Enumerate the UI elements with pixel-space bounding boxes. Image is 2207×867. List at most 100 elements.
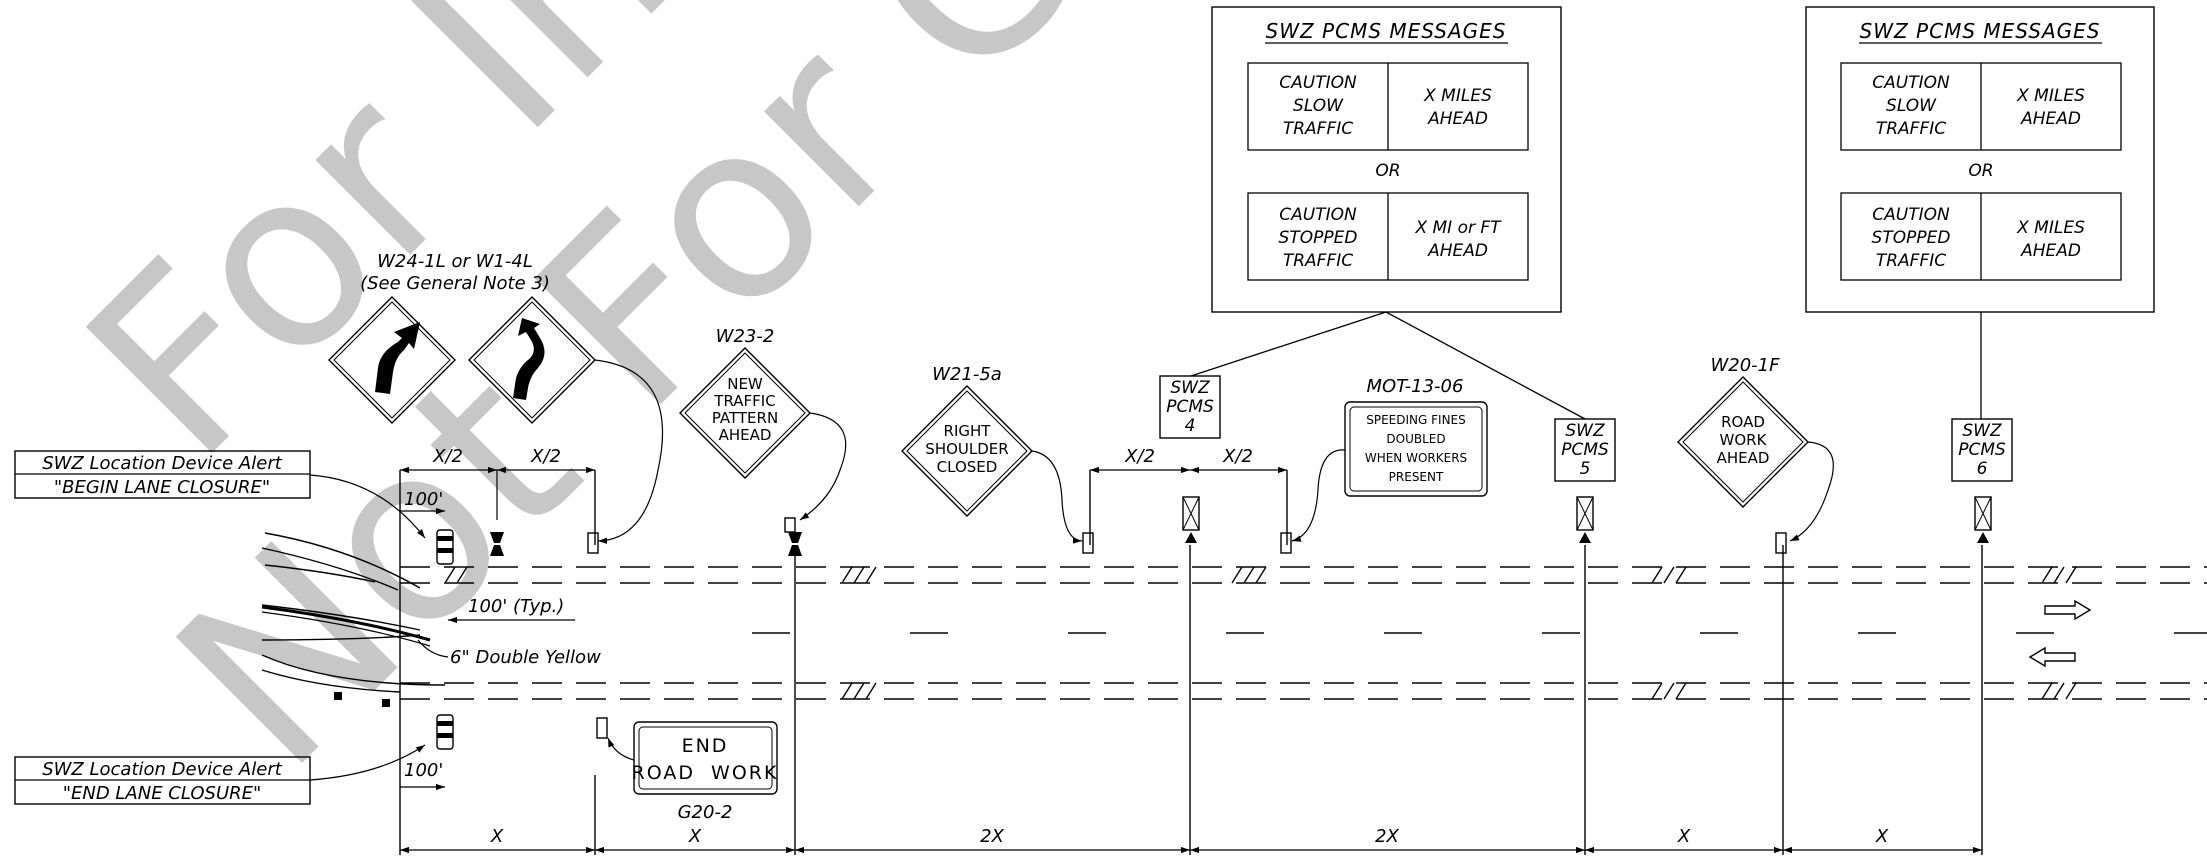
sign-text: PRESENT: [1389, 470, 1444, 484]
pcms-label: SWZ: [1962, 421, 2002, 441]
pcms-label: PCMS: [1561, 440, 1609, 460]
message-text: SLOW: [1886, 96, 1937, 116]
dimension-label: X/2: [432, 446, 463, 467]
sign-w20-1f: W20-1F ROAD WORK AHEAD: [1677, 355, 1834, 542]
half-x-dimensions: X/2 X/2 X/2 X/2 100' 100' 100' (Typ.) 6"…: [400, 446, 1287, 791]
message-text: CAUTION: [1279, 205, 1357, 225]
sign-text: CLOSED: [937, 458, 998, 476]
sign-panel-icon: [1280, 532, 1292, 554]
station-lines: [399, 470, 1983, 855]
pcms-trailer-icon: [1576, 496, 1594, 543]
sign-g20-2: END ROAD WORK G20-2: [607, 721, 779, 823]
pcms-label: PCMS: [1166, 397, 1214, 417]
sign-panel-icon: [1082, 532, 1094, 554]
sign-label: W21-5a: [932, 364, 1002, 385]
sign-text: TRAFFIC: [713, 392, 775, 410]
alert-title: SWZ Location Device Alert: [42, 453, 283, 474]
sign-w21-5a: W21-5a RIGHT SHOULDER CLOSED: [901, 364, 1083, 544]
message-text: TRAFFIC: [1876, 251, 1946, 271]
pcms-label: 5: [1580, 459, 1591, 479]
dimension-label: X: [688, 826, 702, 847]
sign-label: W24-1L or W1-4L: [377, 251, 533, 272]
sign-w24-1l: W24-1L or W1-4L (See General Note 3): [328, 251, 664, 544]
message-text: X MI or FT: [1414, 218, 1502, 238]
pcms-label: SWZ: [1170, 378, 1210, 398]
alert-message: "BEGIN LANE CLOSURE": [54, 477, 270, 498]
sign-w23-2: W23-2 NEW TRAFFIC PATTERN AHEAD: [679, 326, 847, 521]
message-text: X MILES: [1423, 86, 1492, 106]
dimension-label: 100': [404, 760, 443, 781]
message-text: TRAFFIC: [1283, 119, 1353, 139]
alert-end-lane-closure: SWZ Location Device Alert "END LANE CLOS…: [14, 744, 426, 805]
sign-text: NEW: [727, 375, 763, 393]
alert-title: SWZ Location Device Alert: [42, 759, 283, 780]
sign-label: W20-1F: [1710, 355, 1780, 376]
curve-left-arrow-icon: [375, 322, 420, 394]
traffic-direction-arrow-west: [2028, 646, 2076, 668]
alert-message: "END LANE CLOSURE": [63, 783, 262, 804]
sign-text: WORK: [1720, 431, 1768, 449]
sign-text: SHOULDER: [925, 440, 1008, 458]
drum-icon: [436, 714, 454, 750]
dimension-label: X: [1875, 826, 1889, 847]
sign-post-icon: [788, 532, 802, 556]
sign-text: END: [682, 735, 729, 757]
dimension-label: X/2: [1124, 446, 1155, 467]
message-text: AHEAD: [1427, 241, 1488, 261]
message-text: AHEAD: [2020, 241, 2081, 261]
dimension-label: X: [490, 826, 504, 847]
sign-label: (See General Note 3): [360, 273, 550, 294]
sign-panel-icon: [1775, 532, 1787, 554]
pcms-4: SWZ PCMS 4: [1159, 375, 1221, 439]
sign-text: RIGHT: [944, 422, 992, 440]
sign-text: AHEAD: [1717, 449, 1770, 467]
message-text: SLOW: [1293, 96, 1344, 116]
alert-begin-lane-closure: SWZ Location Device Alert "BEGIN LANE CL…: [14, 450, 426, 539]
pcms-messages-panel: SWZ PCMS MESSAGES CAUTION SLOW TRAFFIC X…: [1190, 6, 1586, 420]
pcms-label: 6: [1977, 459, 1988, 479]
message-text: AHEAD: [1427, 109, 1488, 129]
roadway: [261, 532, 2207, 707]
pcms-trailer-icon: [1182, 496, 1200, 543]
sign-text: ROAD WORK: [632, 762, 779, 784]
message-text: CAUTION: [1872, 205, 1950, 225]
dimension-label: 2X: [980, 826, 1004, 847]
double-yellow-label: 6" Double Yellow: [450, 647, 601, 668]
sign-post-icon: [490, 532, 504, 556]
pcms-label: SWZ: [1565, 421, 1605, 441]
dimension-label: 2X: [1375, 826, 1399, 847]
sign-text: PATTERN: [712, 409, 778, 427]
pcms-5: SWZ PCMS 5: [1554, 418, 1616, 482]
sign-label: W23-2: [716, 326, 775, 347]
pcms-label: 4: [1185, 416, 1196, 436]
sign-text: AHEAD: [719, 426, 772, 444]
message-text: AHEAD: [2020, 109, 2081, 129]
sign-label: MOT-13-06: [1367, 376, 1464, 397]
message-text: STOPPED: [1279, 228, 1358, 248]
sign-text: WHEN WORKERS: [1365, 451, 1467, 465]
sign-panel-icon: [596, 717, 608, 739]
sign-text: DOUBLED: [1386, 432, 1445, 446]
message-text: STOPPED: [1872, 228, 1951, 248]
message-text: CAUTION: [1872, 73, 1950, 93]
or-label: OR: [1968, 161, 1993, 181]
dimension-label: X/2: [530, 446, 561, 467]
dimension-label: 100' (Typ.): [468, 596, 564, 617]
dimension-label: X: [1677, 826, 1691, 847]
panel-title: SWZ PCMS MESSAGES: [1860, 19, 2101, 43]
pcms-label: PCMS: [1958, 440, 2006, 460]
dimension-label: X/2: [1222, 446, 1253, 467]
reverse-curve-arrow-icon: [513, 318, 545, 400]
dimension-label: 100': [404, 489, 443, 510]
sign-text: ROAD: [1721, 413, 1765, 431]
sign-text: SPEEDING FINES: [1366, 413, 1466, 427]
bottom-dimension-line: X X 2X 2X X X: [400, 826, 1982, 854]
pcms-trailer-icon: [1974, 496, 1992, 543]
message-text: X MILES: [2016, 86, 2085, 106]
pcms-6: SWZ PCMS 6: [1951, 418, 2013, 482]
message-text: TRAFFIC: [1876, 119, 1946, 139]
panel-title: SWZ PCMS MESSAGES: [1266, 19, 1507, 43]
message-text: TRAFFIC: [1283, 251, 1353, 271]
drum-icon: [436, 529, 454, 565]
